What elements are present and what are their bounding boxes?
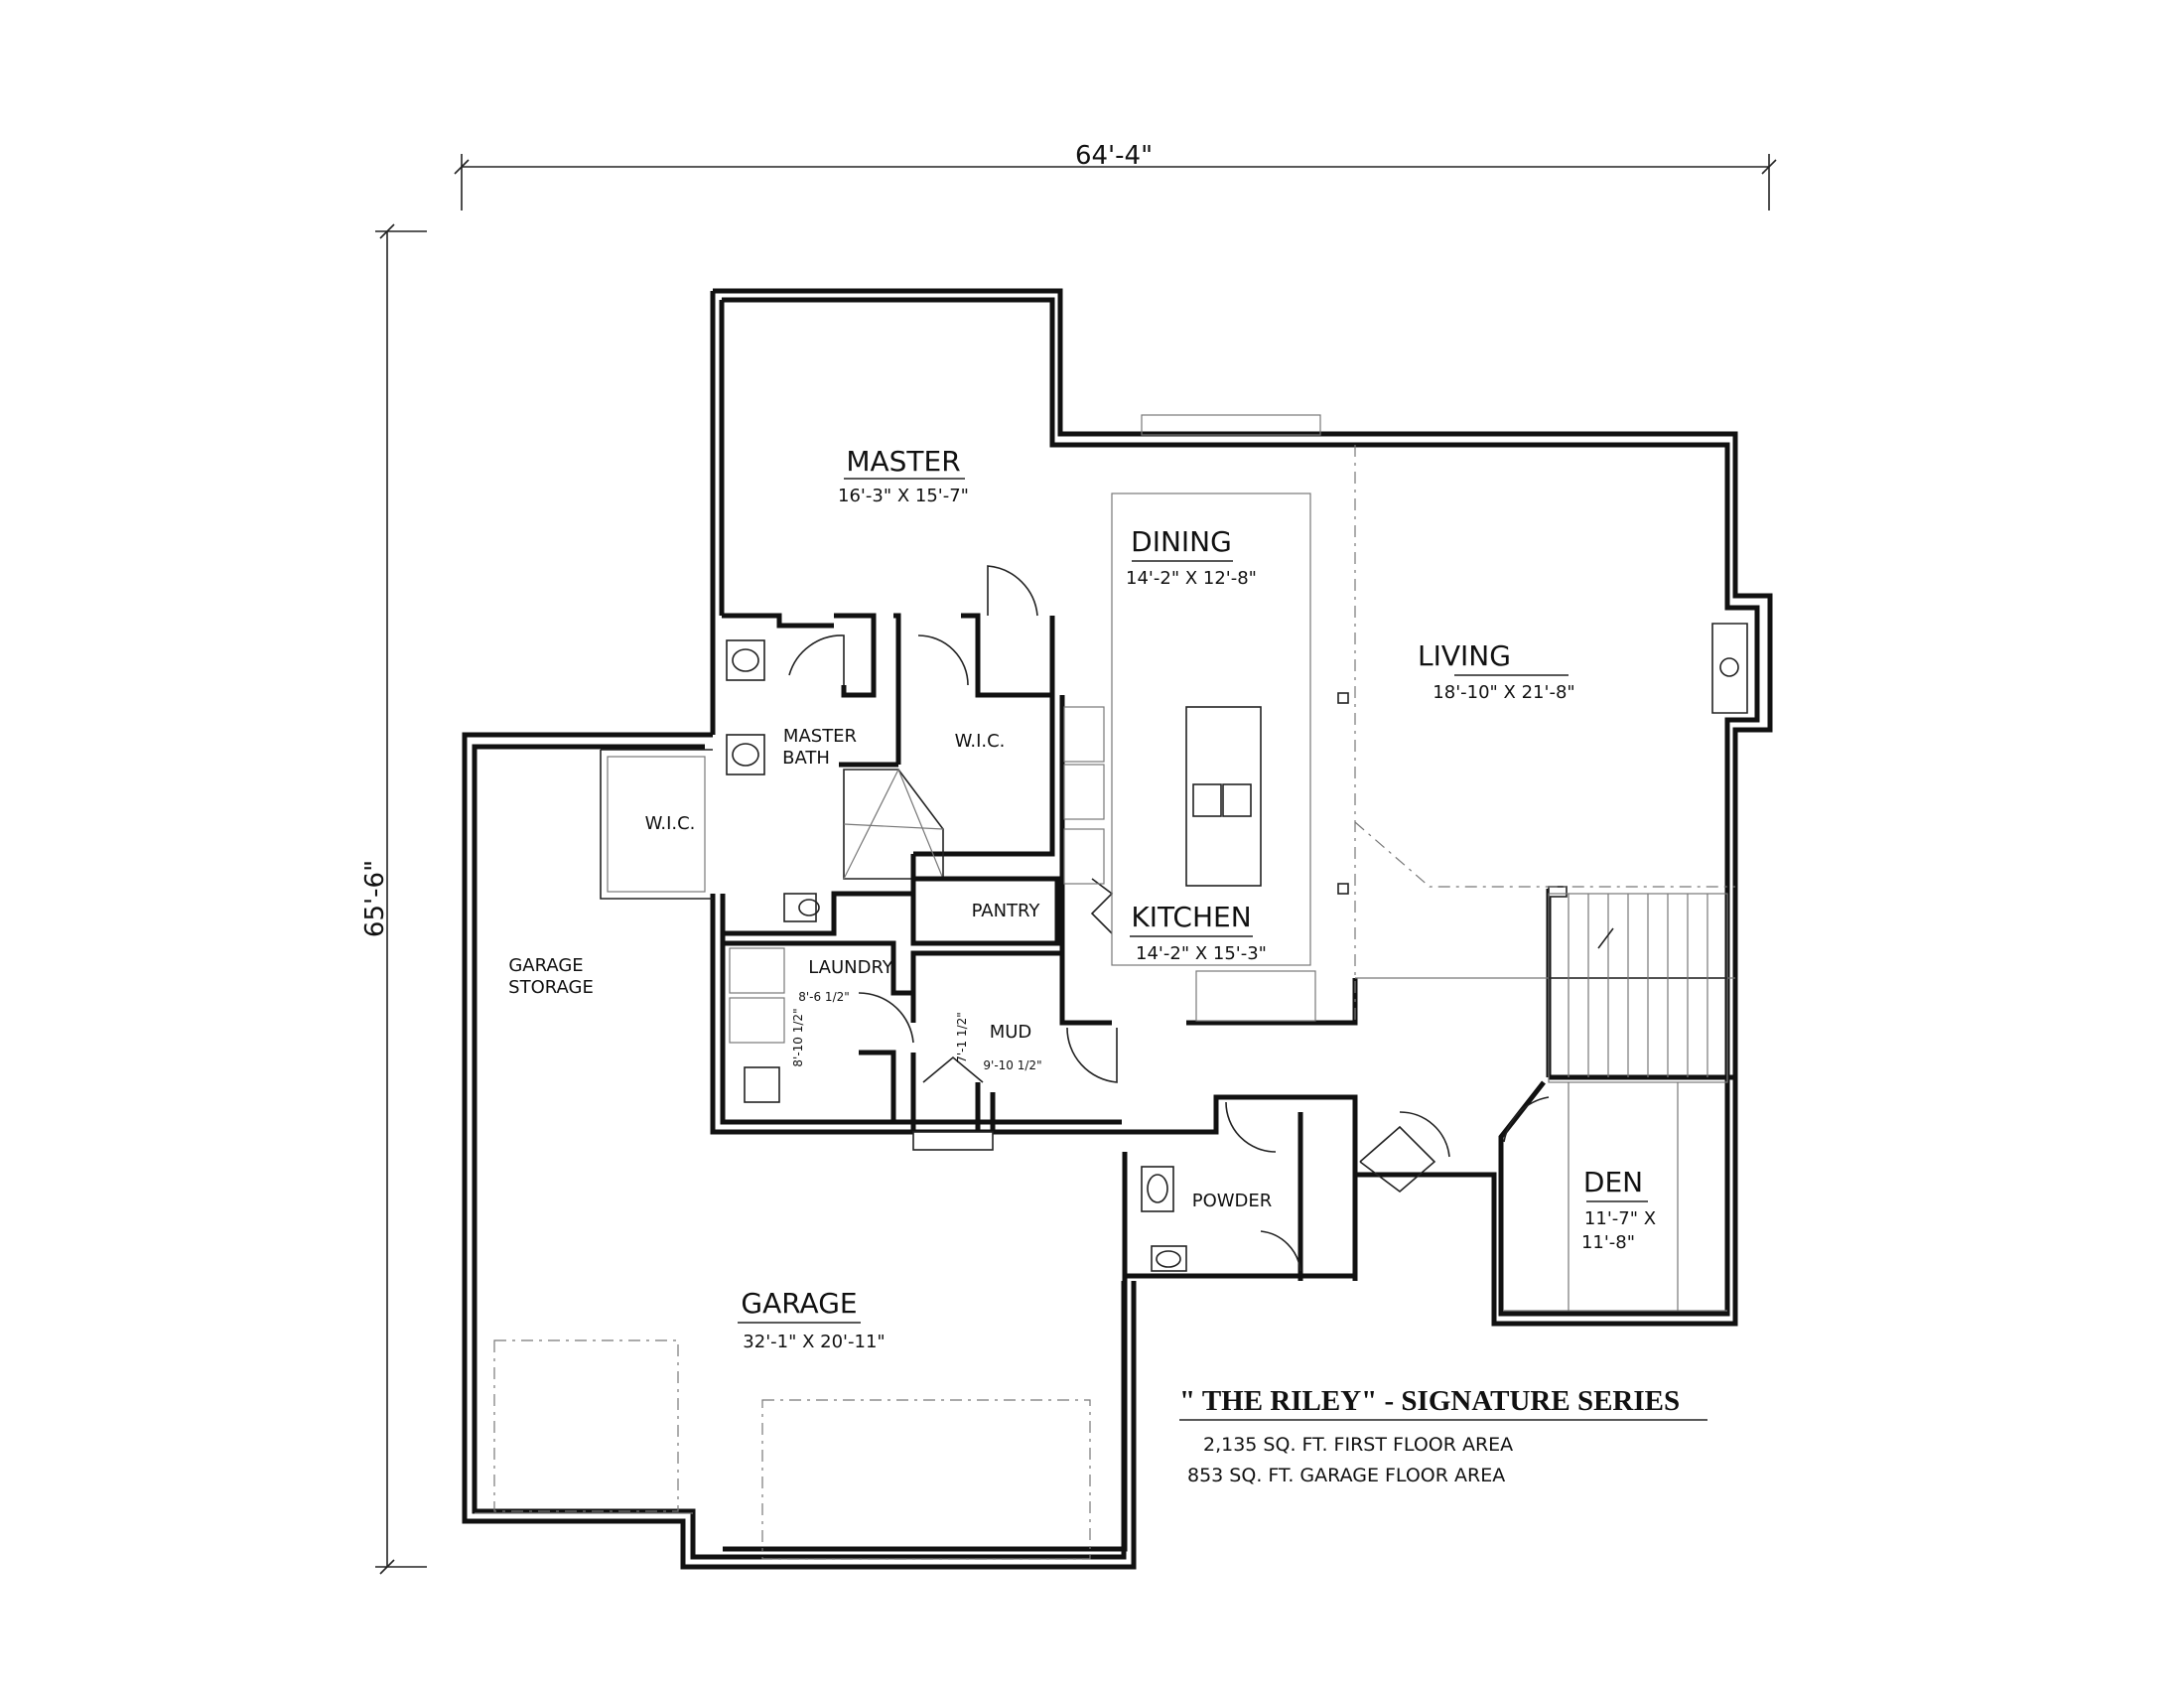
dining-size: 14'-2" X 12'-8": [1126, 568, 1257, 589]
mud-dim-a: 7'-1 1/2": [955, 1012, 969, 1063]
doors: [788, 565, 1550, 1272]
fixtures: [475, 414, 1748, 1560]
master-name: MASTER: [846, 445, 960, 478]
title-block: " THE RILEY" - SIGNATURE SERIES 2,135 SQ…: [1179, 1385, 1707, 1486]
living-name: LIVING: [1418, 639, 1511, 672]
master-bath-line2: BATH: [782, 748, 830, 769]
kitchen-name: KITCHEN: [1131, 901, 1251, 933]
laundry-dim-a: 8'-6 1/2": [798, 990, 850, 1004]
den-size-line2: 11'-8": [1581, 1232, 1635, 1253]
mud-name: MUD: [990, 1022, 1032, 1043]
exterior-walls: [462, 288, 1773, 1570]
width-dimension: 64'-4": [454, 141, 1777, 211]
garage-floor-area: 853 SQ. FT. GARAGE FLOOR AREA: [1187, 1465, 1505, 1486]
depth-dimension-label: 65'-6": [360, 860, 390, 937]
depth-dimension: 65'-6": [360, 223, 427, 1575]
first-floor-area: 2,135 SQ. FT. FIRST FLOOR AREA: [1203, 1434, 1513, 1456]
powder-label: POWDER: [1192, 1191, 1273, 1211]
laundry-name: LAUNDRY: [808, 957, 894, 978]
garage-size: 32'-1" X 20'-11": [743, 1332, 885, 1352]
garage-door-left: [493, 1339, 679, 1512]
den-size-line1: 11'-7" X: [1584, 1208, 1656, 1229]
pantry-label: PANTRY: [972, 901, 1041, 921]
stairs: [1548, 893, 1728, 1083]
wic-master: W.I.C.: [955, 731, 1006, 752]
living-size: 18'-10" X 21'-8": [1433, 682, 1574, 703]
plan-title: " THE RILEY" - SIGNATURE SERIES: [1179, 1385, 1680, 1417]
den-name: DEN: [1583, 1166, 1643, 1198]
garage-storage-line1: GARAGE: [508, 955, 583, 976]
master-size: 16'-3" X 15'-7": [838, 486, 969, 506]
wic-left: W.I.C.: [645, 813, 696, 834]
mud-dim-b: 9'-10 1/2": [983, 1058, 1041, 1072]
laundry-dim-b: 8'-10 1/2": [791, 1008, 805, 1066]
kitchen-size: 14'-2" X 15'-3": [1136, 943, 1267, 964]
width-dimension-label: 64'-4": [1075, 141, 1153, 171]
garage-name: GARAGE: [741, 1287, 857, 1320]
master-bath-line1: MASTER: [783, 726, 857, 747]
room-labels: MASTER 16'-3" X 15'-7" MASTER BATH W.I.C…: [508, 445, 1656, 1352]
garage-door-right: [761, 1399, 1091, 1560]
garage-storage-line2: STORAGE: [508, 977, 594, 998]
dining-name: DINING: [1131, 525, 1232, 558]
interior-walls: [600, 613, 1735, 1281]
